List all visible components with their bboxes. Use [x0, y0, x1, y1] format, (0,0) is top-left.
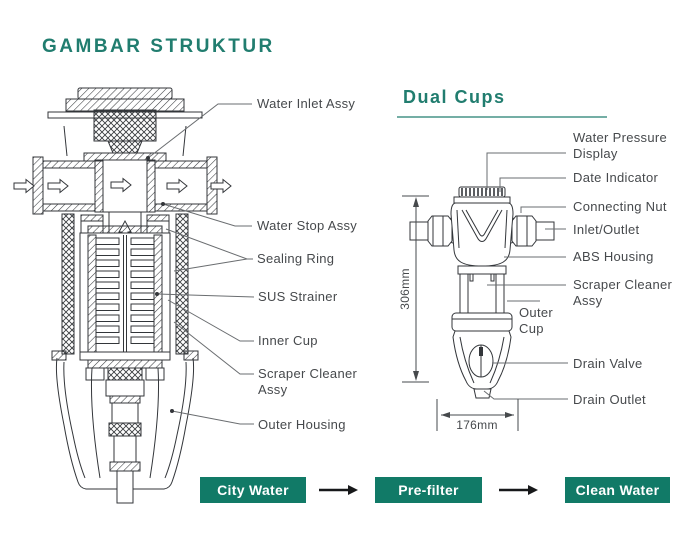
dual-cups-product-drawing [409, 186, 555, 399]
label-water-inlet-assy: Water Inlet Assy [257, 96, 356, 111]
flow-arrow-1 [319, 485, 358, 495]
leader-lines-left [146, 103, 255, 425]
label-connecting-nut: Connecting Nut [573, 199, 667, 214]
label-date-indicator: Date Indicator [573, 170, 659, 185]
label-sus-strainer: SUS Strainer [258, 289, 338, 304]
label-water-pressure-line1: Water Pressure [573, 130, 668, 145]
label-abs-housing: ABS Housing [573, 249, 654, 264]
label-scraper-cleaner-assy-right: Scraper Cleaner Assy [573, 277, 672, 309]
label-outer-cup-line2: Cup [519, 321, 544, 336]
label-outer-cup: Outer Cup [519, 305, 553, 337]
dimension-width-176mm: 176mm [456, 418, 498, 432]
label-outer-housing: Outer Housing [258, 417, 346, 432]
label-water-stop-assy: Water Stop Assy [257, 218, 358, 233]
flow-step-pre-filter: Pre-filter [375, 477, 482, 503]
label-scraper-right-line2: Assy [573, 293, 603, 308]
label-scraper-cleaner-assy-left: Scraper Cleaner Assy [258, 366, 357, 398]
label-scraper-left-line1: Scraper Cleaner [258, 366, 358, 381]
label-sealing-ring: Sealing Ring [257, 251, 335, 266]
filter-cross-section-drawing [13, 87, 232, 504]
label-water-pressure-line2: Display [573, 146, 618, 161]
section-title-dual-cups: Dual Cups [403, 87, 506, 107]
label-scraper-right-line1: Scraper Cleaner [573, 277, 673, 292]
dimension-height-306mm: 306mm [398, 268, 412, 310]
label-inlet-outlet: Inlet/Outlet [573, 222, 640, 237]
leader-lines-right [483, 152, 568, 400]
flow-arrow-2 [499, 485, 538, 495]
label-scraper-left-line2: Assy [258, 382, 288, 397]
label-inner-cup: Inner Cup [258, 333, 318, 348]
height-dimension-line [402, 195, 429, 383]
label-water-pressure-display: Water Pressure Display [573, 130, 667, 162]
width-dimension-line [436, 399, 519, 431]
page-title: GAMBAR STRUKTUR [42, 36, 275, 57]
flow-step-clean-water: Clean Water [565, 477, 670, 503]
label-drain-valve: Drain Valve [573, 356, 643, 371]
label-outer-cup-line1: Outer [519, 305, 554, 320]
flow-step-city-water: City Water [200, 477, 306, 503]
label-drain-outlet: Drain Outlet [573, 392, 646, 407]
